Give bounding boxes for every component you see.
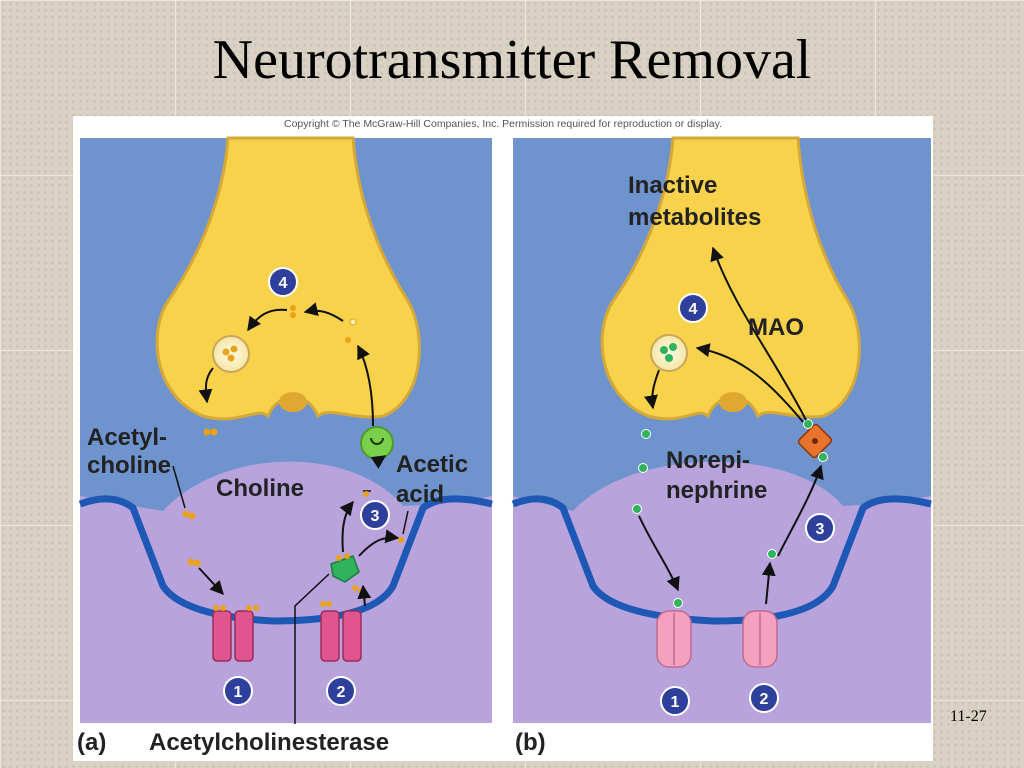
postsynaptic-membrane-a bbox=[78, 495, 493, 625]
panel-b-label: (b) bbox=[515, 729, 546, 756]
step-badge-4-a: 4 bbox=[268, 267, 298, 297]
step-badge-2-a: 2 bbox=[326, 676, 356, 706]
panel-a: 4 3 1 2 Acetyl-choline Choline Aceticaci… bbox=[77, 136, 493, 756]
step-badge-1-b: 1 bbox=[660, 686, 690, 716]
receptor-1-a bbox=[212, 605, 259, 662]
svg-text:1: 1 bbox=[234, 684, 243, 701]
terminal-fold-b bbox=[719, 392, 747, 412]
postsynaptic-membrane-b bbox=[511, 495, 932, 625]
label-mao: MAO bbox=[748, 314, 804, 341]
slide-title: Neurotransmitter Removal bbox=[212, 29, 812, 91]
label-norepinephrine: Norepi-nephrine bbox=[666, 447, 767, 504]
svg-text:4: 4 bbox=[689, 301, 698, 318]
copyright-notice: Copyright © The McGraw-Hill Companies, I… bbox=[283, 118, 723, 130]
receptor-2-b bbox=[742, 610, 778, 668]
svg-text:4: 4 bbox=[279, 275, 288, 292]
slide-number: 11-27 bbox=[950, 708, 987, 725]
panel-a-label: (a) bbox=[77, 729, 106, 756]
mao-transporter-b bbox=[797, 419, 833, 462]
synaptic-vesicle-a bbox=[212, 335, 250, 373]
step-badge-1-a: 1 bbox=[223, 676, 253, 706]
svg-text:3: 3 bbox=[816, 521, 825, 538]
svg-text:3: 3 bbox=[371, 508, 380, 525]
step-badge-4-b: 4 bbox=[678, 293, 708, 323]
step-badge-3-b: 3 bbox=[805, 513, 835, 543]
synapse-figure: Copyright © The McGraw-Hill Companies, I… bbox=[73, 116, 933, 761]
svg-text:1: 1 bbox=[671, 694, 680, 711]
label-acetylcholine: Acetyl-choline bbox=[87, 424, 171, 479]
label-acetylcholinesterase: Acetylcholinesterase bbox=[149, 729, 389, 756]
synaptic-vesicle-b bbox=[650, 334, 688, 372]
postsynaptic-cell-a bbox=[80, 461, 492, 723]
terminal-fold-a bbox=[279, 392, 307, 412]
svg-text:2: 2 bbox=[337, 684, 346, 701]
label-choline: Choline bbox=[216, 475, 304, 502]
step-badge-2-b: 2 bbox=[749, 683, 779, 713]
step-badge-3-a: 3 bbox=[360, 500, 390, 530]
figure-drawing: 4 3 1 2 Acetyl-choline Choline Aceticaci… bbox=[77, 136, 932, 756]
receptor-1-b bbox=[656, 598, 692, 668]
svg-text:2: 2 bbox=[760, 691, 769, 708]
